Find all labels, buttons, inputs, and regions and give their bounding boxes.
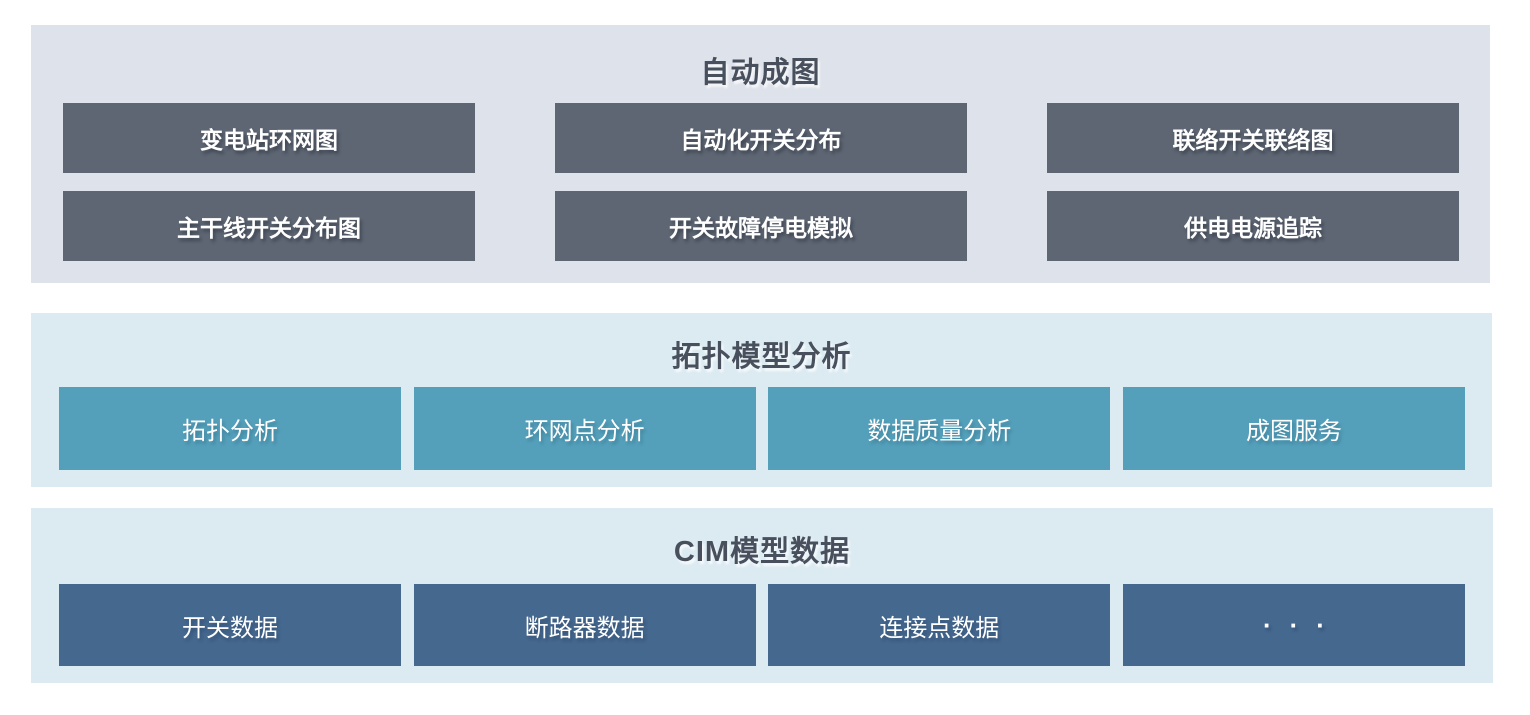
box-power-source-tracing: 供电电源追踪 [1047,191,1459,261]
auto-diagram-box-grid: 变电站环网图 自动化开关分布 联络开关联络图 主干线开关分布图 开关故障停电模拟… [63,103,1459,261]
box-switch-data: 开关数据 [59,584,401,666]
section-auto-diagram: 自动成图 变电站环网图 自动化开关分布 联络开关联络图 主干线开关分布图 开关故… [31,25,1490,283]
section-title-topology-analysis: 拓扑模型分析 [671,341,852,373]
topology-box-grid: 拓扑分析 环网点分析 数据质量分析 成图服务 [59,387,1465,470]
box-auto-switch-distribution: 自动化开关分布 [555,103,967,173]
box-topology-analysis: 拓扑分析 [59,387,401,470]
box-more-ellipsis: ··· [1122,584,1465,666]
box-switch-fault-outage-simulation: 开关故障停电模拟 [555,191,967,261]
section-topology-analysis: 拓扑模型分析 拓扑分析 环网点分析 数据质量分析 成图服务 [31,313,1492,487]
box-data-quality-analysis: 数据质量分析 [768,387,1111,470]
section-title-cim-model-data: CIM模型数据 [673,536,851,568]
box-connection-point-data: 连接点数据 [768,584,1111,666]
section-title-auto-diagram: 自动成图 [700,57,821,89]
box-diagram-service: 成图服务 [1122,387,1465,470]
cim-box-grid: 开关数据 断路器数据 连接点数据 ··· [59,584,1465,666]
box-ring-point-analysis: 环网点分析 [413,387,756,470]
section-cim-model-data: CIM模型数据 开关数据 断路器数据 连接点数据 ··· [31,508,1493,683]
box-tie-switch-connection-diagram: 联络开关联络图 [1047,103,1459,173]
box-circuit-breaker-data: 断路器数据 [413,584,756,666]
box-trunk-line-switch-distribution: 主干线开关分布图 [63,191,475,261]
box-substation-ring-diagram: 变电站环网图 [63,103,475,173]
